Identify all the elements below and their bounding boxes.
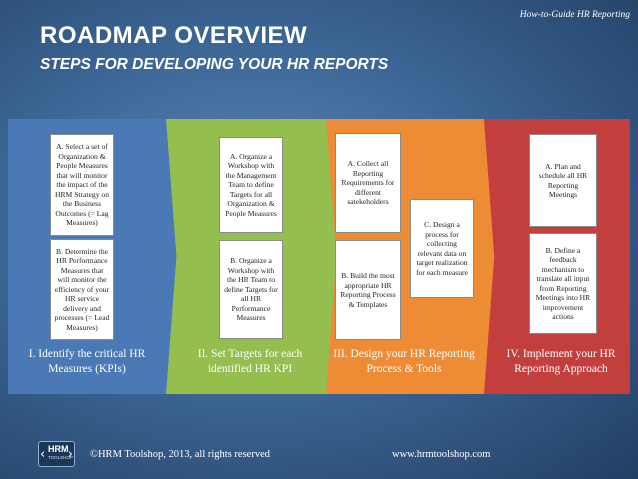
phase-1-step-a: A. Select a set of Organization & People… [50, 134, 114, 236]
step-text: B. Determine the HR Performance Measures… [54, 246, 110, 332]
copyright-text: ©HRM Toolshop, 2013, all rights reserved [90, 449, 270, 460]
logo-subtext: TOOLSHOP [48, 455, 73, 460]
step-text: B. Build the most appropriate HR Reporti… [340, 271, 396, 309]
website-link[interactable]: www.hrmtoolshop.com [392, 449, 491, 460]
step-text: B. Organize a Workshop with the HR Team … [224, 256, 278, 323]
phase-3-label: III. Design your HR Reporting Process & … [333, 348, 475, 375]
step-text: C. Design a process for collecting relev… [416, 220, 468, 277]
chevron-left-icon: ‹ [40, 447, 46, 462]
step-text: A. Collect all Reporting Requirements fo… [341, 159, 395, 207]
phase-2-label: II. Set Targets for each identified HR K… [197, 348, 303, 375]
phase-3-step-b: B. Build the most appropriate HR Reporti… [335, 240, 401, 340]
phase-2-step-a: A. Organize a Workshop with the Manageme… [219, 137, 283, 233]
step-text: A. Select a set of Organization & People… [55, 142, 109, 228]
chevron-right-icon: › [67, 447, 73, 462]
step-text: A. Plan and schedule all HR Reporting Me… [538, 161, 588, 200]
phase-2-step-b: B. Organize a Workshop with the HR Team … [219, 240, 283, 339]
phase-1-label: I. Identify the critical HR Measures (KP… [28, 348, 146, 375]
phase-4-label: IV. Implement your HR Reporting Approach [506, 348, 616, 375]
page-title: ROADMAP OVERVIEW [40, 22, 308, 49]
step-text: A. Organize a Workshop with the Manageme… [225, 151, 277, 218]
hrm-toolshop-logo: ‹ HRM TOOLSHOP › [38, 441, 75, 467]
step-text: B. Define a feedback mechanism to transl… [535, 245, 591, 322]
logo-text: HRM [48, 444, 69, 454]
page-subtitle: STEPS FOR DEVELOPING YOUR HR REPORTS [40, 56, 389, 73]
phase-1-step-b: B. Determine the HR Performance Measures… [50, 239, 114, 340]
phase-4-step-b: B. Define a feedback mechanism to transl… [529, 233, 597, 334]
phase-4-step-a: A. Plan and schedule all HR Reporting Me… [529, 134, 597, 227]
guide-tagline: How-to-Guide HR Reporting [519, 10, 630, 20]
phase-3-step-c: C. Design a process for collecting relev… [410, 199, 474, 298]
phase-3-step-a: A. Collect all Reporting Requirements fo… [335, 133, 401, 233]
